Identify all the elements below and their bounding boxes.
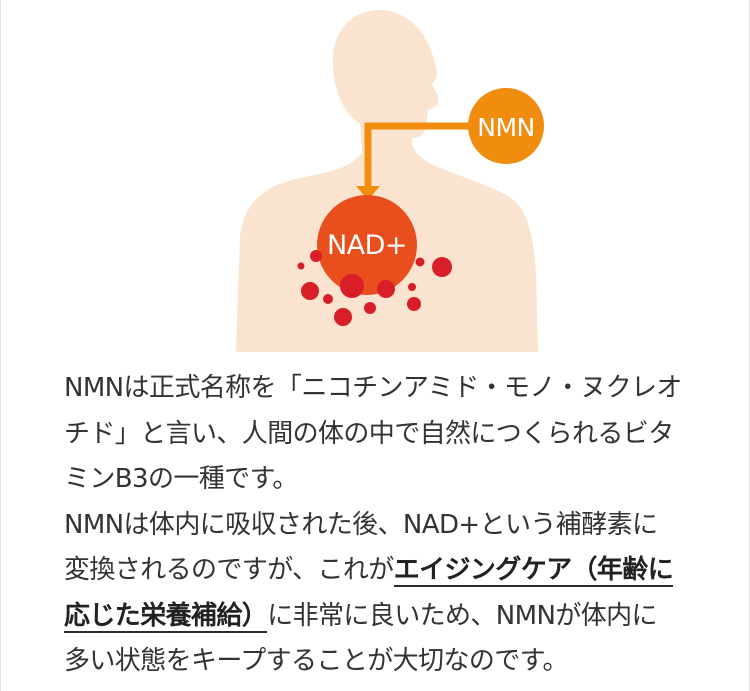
paragraph-1: NMNは正式名称を「ニコチンアミド・モノ・ヌクレオ チド」と言い、人間の体の中で… <box>64 366 704 503</box>
highlight-aging-care: エイジングケア（年齢に <box>393 555 674 587</box>
flow-arrow-head <box>356 186 380 200</box>
nad-dot <box>340 274 364 298</box>
nad-dot <box>377 280 395 298</box>
nad-dot <box>407 297 421 311</box>
paragraph-2-text: 変換されるのですが、これが <box>64 555 394 585</box>
paragraph-2: NMNは体内に吸収された後、NAD+という補酵素に 変換されるのですが、これがエ… <box>64 503 704 685</box>
nad-dot <box>432 257 452 277</box>
description-text: NMNは正式名称を「ニコチンアミド・モノ・ヌクレオ チド」と言い、人間の体の中で… <box>64 366 704 685</box>
nmn-label: NMN <box>477 113 535 142</box>
nad-dot <box>301 282 319 300</box>
paragraph-1-line-2: チド」と言い、人間の体の中で自然につくられるビタ <box>64 418 674 449</box>
nad-dot <box>415 257 425 267</box>
nad-dot <box>334 308 352 326</box>
paragraph-1-line-3: ミンB3の一種です。 <box>64 464 298 494</box>
highlight-nutrition: 応じた栄養補給） <box>64 600 268 633</box>
nad-dots <box>297 250 452 326</box>
nmn-circle <box>468 88 544 164</box>
nad-circle <box>317 195 417 295</box>
paragraph-1-line-1: NMNは正式名称を「ニコチンアミド・モノ・ヌクレオ <box>64 373 682 403</box>
nmn-nad-illustration: NMN NAD+ <box>236 10 544 352</box>
nad-dot <box>297 262 305 270</box>
human-torso-diagram <box>236 10 544 352</box>
paragraph-2-line-last: 多い状態をキープすることが大切なのです。 <box>64 646 568 676</box>
body-silhouette <box>236 10 538 352</box>
nad-dot <box>364 302 376 314</box>
nad-label: NAD+ <box>326 230 408 261</box>
flow-arrow-line <box>364 122 482 188</box>
paragraph-2-line-1: NMNは体内に吸収された後、NAD+という補酵素に <box>64 509 658 540</box>
nad-dot <box>323 294 333 304</box>
nad-dot <box>408 283 416 291</box>
paragraph-2-text-continued: に非常に良いため、NMNが体内に <box>267 600 657 631</box>
nad-dot <box>310 250 322 262</box>
